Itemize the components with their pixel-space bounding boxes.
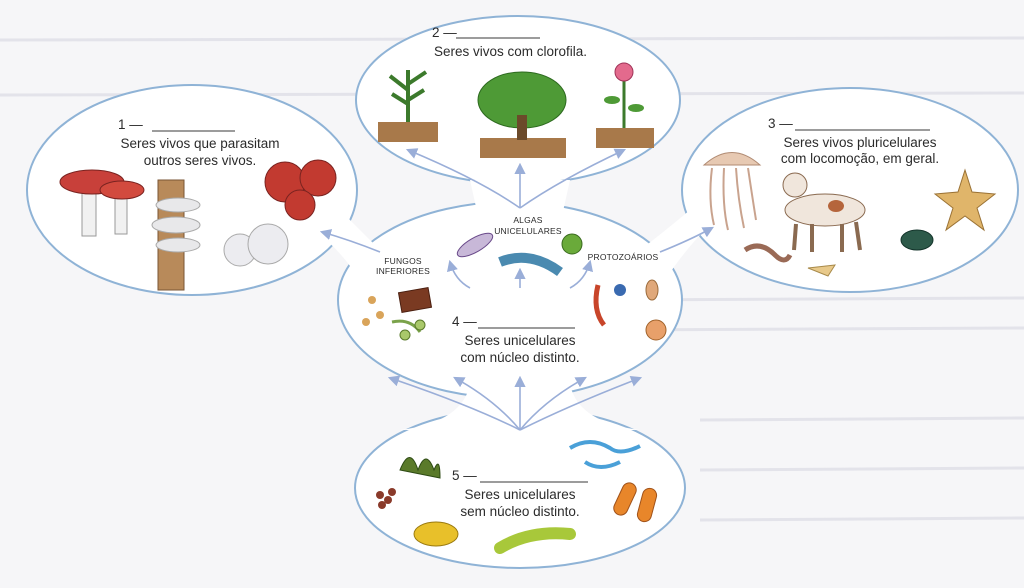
group-4-line1: Seres unicelulares xyxy=(464,333,575,348)
sublabel-fungos-1: FUNGOS xyxy=(384,256,422,266)
group-3-label: 3 — Seres vivos pluricelulares com locom… xyxy=(768,116,939,166)
blob-multicellular xyxy=(681,87,1019,293)
bacteria-illustrations xyxy=(376,440,658,554)
mushroom-illustrations xyxy=(59,159,337,291)
sublabel-algas-2: UNICELULARES xyxy=(494,226,562,236)
sublabels: FUNGOS INFERIORES ALGAS UNICELULARES PRO… xyxy=(376,215,658,276)
group-2-number: 2 — xyxy=(432,25,457,40)
animal-illustrations xyxy=(702,152,997,277)
answer-blank-lines xyxy=(152,37,930,483)
plant-illustrations xyxy=(378,62,654,158)
group-3-line1: Seres vivos pluricelulares xyxy=(783,135,936,150)
fungi-algae-protozoa-illustrations xyxy=(362,232,667,341)
group-3-number: 3 — xyxy=(768,116,793,131)
arrows xyxy=(319,148,714,431)
group-2-label: 2 — Seres vivos com clorofila. xyxy=(432,25,587,59)
group-5-line1: Seres unicelulares xyxy=(464,487,575,502)
sublabel-protozoarios: PROTOZOÁRIOS xyxy=(588,252,659,262)
group-3-line2: com locomoção, em geral. xyxy=(781,151,939,166)
group-2-line1: Seres vivos com clorofila. xyxy=(434,44,587,59)
sublabel-algas-1: ALGAS xyxy=(513,215,542,225)
group-5-label: 5 — Seres unicelulares sem núcleo distin… xyxy=(452,468,580,519)
group-4-line2: com núcleo distinto. xyxy=(460,350,579,365)
group-1-line2: outros seres vivos. xyxy=(144,153,257,168)
group-5-number: 5 — xyxy=(452,468,477,483)
sublabel-fungos-2: INFERIORES xyxy=(376,266,430,276)
group-5-line2: sem núcleo distinto. xyxy=(460,504,579,519)
group-4-number: 4 — xyxy=(452,314,477,329)
group-1-label: 1 — Seres vivos que parasitam outros ser… xyxy=(118,117,280,168)
group-4-label: 4 — Seres unicelulares com núcleo distin… xyxy=(452,314,580,365)
group-1-number: 1 — xyxy=(118,117,143,132)
group-1-line1: Seres vivos que parasitam xyxy=(120,136,279,151)
